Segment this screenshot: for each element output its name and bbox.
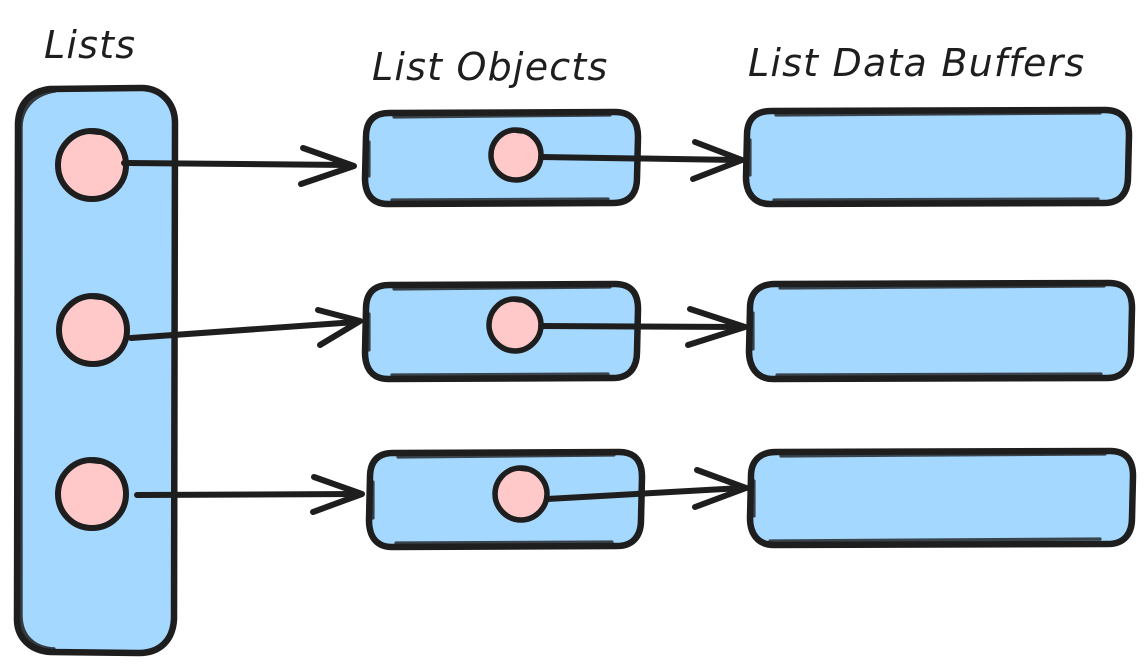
lists-slot-3[interactable]	[55, 457, 129, 531]
list-data-buffer-3-outline	[746, 447, 1137, 549]
arrow-object-3-to-buffer-3	[544, 467, 749, 510]
list-data-buffer-2-fill	[750, 284, 1131, 378]
list-object-1-pointer-outline	[488, 127, 544, 183]
lists-container-fill	[17, 89, 174, 652]
list-data-buffer-3-fill	[751, 452, 1132, 544]
list-object-3-pointer-outline	[492, 465, 550, 523]
list-object-1-pointer[interactable]	[488, 127, 544, 183]
arrow-object-1-to-buffer-1	[538, 139, 745, 182]
arrow-object-2-to-buffer-2	[538, 306, 748, 348]
column-heading-lists: Lists	[44, 23, 136, 67]
arrow-object-1-to-buffer-1-shaft	[538, 154, 741, 163]
lists-slot-1[interactable]	[55, 128, 129, 202]
lists-slot-1-fill	[58, 131, 126, 199]
list-data-buffer-2[interactable]	[745, 279, 1136, 383]
arrow-list-1-to-object-1	[121, 145, 357, 187]
list-object-2-outline	[361, 280, 642, 383]
list-object-2-pointer-fill	[489, 299, 541, 351]
list-data-buffer-2-sketch-pass	[751, 284, 1106, 377]
list-object-2-pointer-outline	[486, 296, 544, 354]
arrow-object-2-to-buffer-2-head	[685, 306, 748, 348]
lists-container-outline	[13, 84, 179, 657]
arrow-list-2-to-object-2	[128, 307, 363, 348]
lists-container[interactable]	[13, 84, 179, 657]
arrow-list-2-to-object-2-shaft	[128, 319, 359, 341]
list-data-buffer-2-outline	[745, 279, 1136, 383]
list-data-buffer-1-fill	[747, 111, 1128, 203]
list-object-3-outline	[365, 448, 646, 551]
arrow-list-1-to-object-1-head	[298, 145, 357, 187]
arrow-list-3-to-object-3-head	[310, 474, 365, 515]
list-object-2-sketch-pass	[367, 285, 612, 377]
lists-slot-2-outline	[56, 293, 130, 367]
arrow-list-1-to-object-1-shaft	[121, 160, 353, 168]
arrow-object-1-to-buffer-1-head	[690, 139, 745, 182]
lists-slot-2-fill	[59, 296, 127, 364]
list-data-buffer-3-sketch-pass	[752, 452, 1107, 543]
lists-slot-3-fill	[58, 460, 126, 528]
lists-slot-1-outline	[55, 128, 129, 202]
lists-container-sketch-pass	[19, 89, 57, 651]
arrow-list-3-to-object-3-shaft	[134, 491, 359, 498]
lists-slot-3-outline	[55, 457, 129, 531]
arrow-object-3-to-buffer-3-shaft	[544, 485, 745, 502]
list-data-buffer-3[interactable]	[746, 447, 1137, 549]
list-data-buffer-1-sketch-pass	[748, 111, 1102, 202]
list-data-buffer-1[interactable]	[742, 106, 1133, 208]
arrow-object-2-to-buffer-2-shaft	[538, 323, 744, 330]
list-object-1-pointer-fill	[491, 130, 541, 180]
list-object-1-sketch-pass	[367, 113, 612, 202]
list-object-1-outline	[361, 108, 642, 208]
lists-slot-2[interactable]	[56, 293, 130, 367]
list-object-3-pointer-fill	[495, 468, 547, 520]
list-data-buffer-1-outline	[742, 106, 1133, 208]
list-object-2-pointer[interactable]	[486, 296, 544, 354]
list-object-3-pointer[interactable]	[492, 465, 550, 523]
list-object-3-sketch-pass	[371, 453, 616, 545]
arrow-object-3-to-buffer-3-head	[692, 467, 749, 510]
arrow-list-3-to-object-3	[134, 474, 365, 515]
arrow-list-2-to-object-2-head	[315, 307, 363, 348]
column-heading-list-objects: List Objects	[372, 45, 608, 89]
column-heading-list-data-buffers: List Data Buffers	[748, 41, 1085, 85]
